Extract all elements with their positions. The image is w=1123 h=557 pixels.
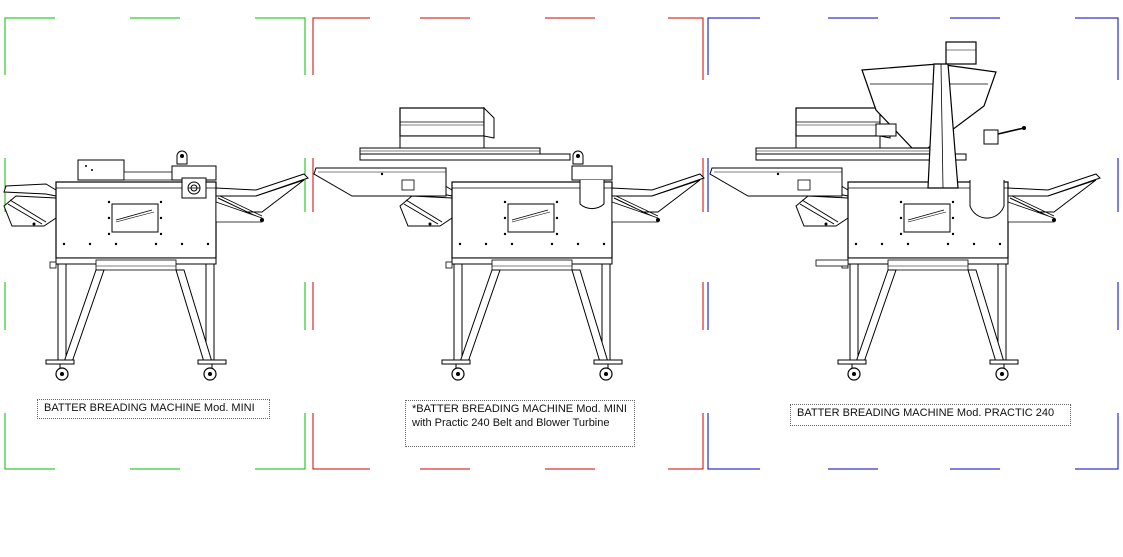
machine-practic-240	[709, 41, 1101, 381]
panel-frame-2	[312, 17, 704, 470]
machine-mini	[3, 150, 309, 381]
machine-mini-practic	[313, 107, 705, 381]
caption-practic-240: BATTER BREADING MACHINE Mod. PRACTIC 240	[790, 404, 1071, 426]
caption-mini-practic: *BATTER BREADING MACHINE Mod. MINI with …	[405, 400, 635, 447]
caption-mini: BATTER BREADING MACHINE Mod. MINI	[37, 399, 270, 419]
panel-frame-3	[707, 17, 1119, 470]
panel-frame-1	[4, 17, 306, 470]
